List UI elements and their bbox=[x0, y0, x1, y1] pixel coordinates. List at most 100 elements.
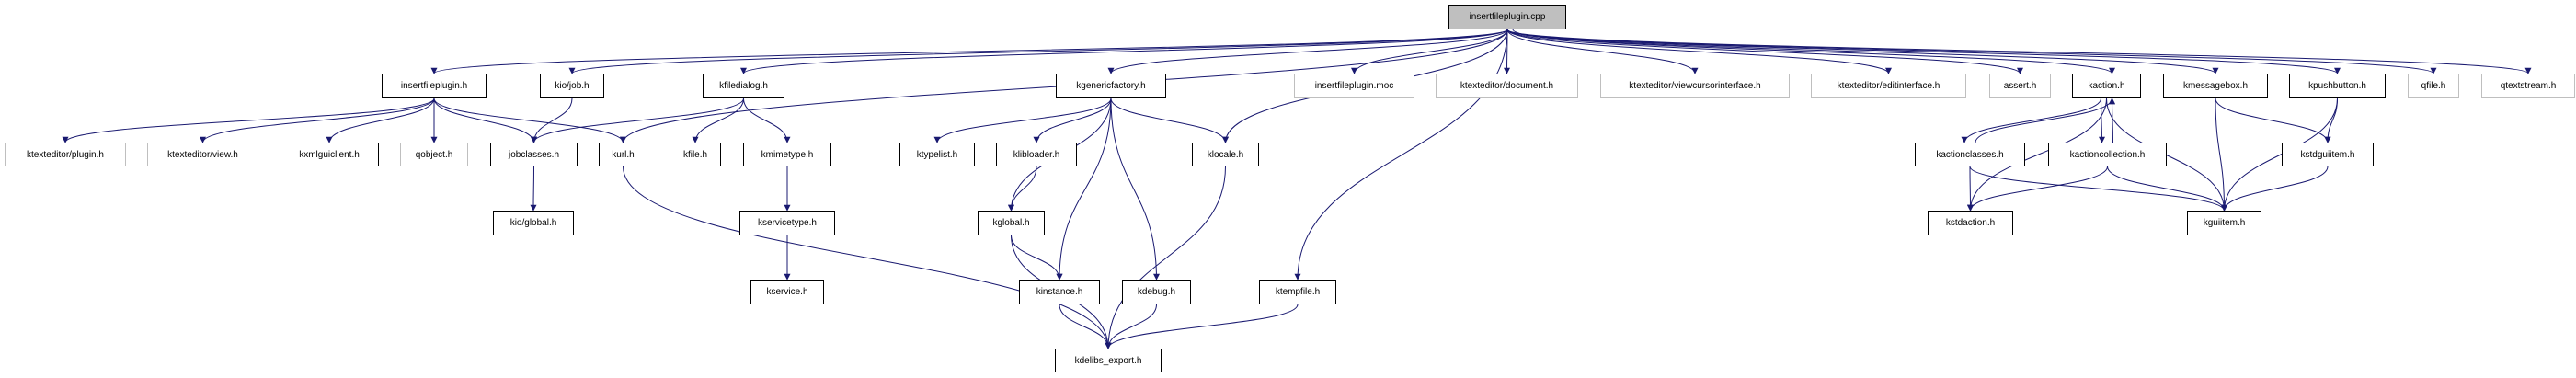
edge-kgenericfactory-to-klocale bbox=[1110, 97, 1229, 143]
node-label: assert.h bbox=[2003, 81, 2037, 91]
edge-jobclasses-to-kioglobal bbox=[530, 166, 537, 212]
node-label: kstdaction.h bbox=[1945, 218, 1996, 228]
node-kservicetype[interactable]: kservicetype.h bbox=[739, 211, 835, 235]
node-klocale[interactable]: klocale.h bbox=[1192, 143, 1259, 166]
node-kiojob[interactable]: kio/job.h bbox=[540, 74, 604, 98]
edge-kgenericfactory-to-kinstance bbox=[1056, 97, 1112, 281]
node-label: kdelibs_export.h bbox=[1074, 355, 1142, 366]
node-jobclasses[interactable]: jobclasses.h bbox=[490, 143, 578, 166]
node-kioglobal[interactable]: kio/global.h bbox=[493, 211, 574, 235]
edge-cpp-to-kfiledialog bbox=[740, 29, 1508, 74]
node-kactionclasses[interactable]: kactionclasses.h bbox=[1915, 143, 2025, 166]
edge-cpp-to-ifph bbox=[430, 29, 1508, 74]
edge-kactioncollection-to-kguiitem bbox=[2107, 166, 2227, 212]
node-kpushbutton[interactable]: kpushbutton.h bbox=[2289, 74, 2386, 98]
edge-kactioncollection-to-kaction bbox=[2109, 97, 2116, 143]
edge-kpushbutton-to-kguiitem bbox=[2221, 97, 2338, 212]
edge-kgenericfactory-to-kdebug bbox=[1110, 97, 1160, 281]
edge-ifph-to-kteplugin bbox=[62, 97, 435, 143]
node-label: ktexteditor/editinterface.h bbox=[1837, 81, 1941, 91]
node-label: kfiledialog.h bbox=[719, 81, 768, 91]
edge-cpp-to-kmessagebox bbox=[1506, 29, 2219, 74]
node-kstdguiitem[interactable]: kstdguiitem.h bbox=[2282, 143, 2374, 166]
node-kteplugin: ktexteditor/plugin.h bbox=[5, 143, 126, 166]
node-kxmlguiclient[interactable]: kxmlguiclient.h bbox=[280, 143, 379, 166]
node-moc: insertfileplugin.moc bbox=[1294, 74, 1414, 98]
edge-cpp-to-kiojob bbox=[568, 29, 1508, 74]
node-kmessagebox[interactable]: kmessagebox.h bbox=[2163, 74, 2268, 98]
edge-kaction-to-kactioncollection bbox=[2098, 97, 2105, 143]
node-label: klibloader.h bbox=[1013, 149, 1060, 160]
node-kstdaction[interactable]: kstdaction.h bbox=[1928, 211, 2013, 235]
edge-kfiledialog-to-kfile bbox=[692, 97, 744, 143]
node-ktempfile[interactable]: ktempfile.h bbox=[1259, 280, 1336, 304]
node-qobject: qobject.h bbox=[400, 143, 468, 166]
node-label: qobject.h bbox=[415, 149, 453, 160]
node-label: kglobal.h bbox=[992, 218, 1030, 228]
node-kurl[interactable]: kurl.h bbox=[599, 143, 647, 166]
node-ktevci: ktexteditor/viewcursorinterface.h bbox=[1600, 74, 1790, 98]
edge-kaction-to-kactionclasses bbox=[1961, 97, 2101, 143]
edge-cpp-to-ktevci bbox=[1506, 29, 1699, 74]
node-qtextstream: qtextstream.h bbox=[2481, 74, 2575, 98]
edge-kdebug-to-kdelibs_export bbox=[1105, 304, 1157, 349]
edge-cpp-to-kteedit bbox=[1506, 29, 1892, 74]
node-qfile: qfile.h bbox=[2408, 74, 2459, 98]
node-label: kservice.h bbox=[766, 287, 808, 297]
edge-kactionclasses-to-kstdaction bbox=[1966, 166, 1974, 212]
node-label: kservicetype.h bbox=[758, 218, 817, 228]
edge-cpp-to-kgenericfactory bbox=[1107, 29, 1508, 74]
node-kteview: ktexteditor/view.h bbox=[147, 143, 258, 166]
edge-cpp-to-assert bbox=[1506, 29, 2023, 74]
node-label: kactionclasses.h bbox=[1936, 149, 2004, 160]
node-label: ktexteditor/view.h bbox=[167, 149, 238, 160]
edge-ktempfile-to-kdelibs_export bbox=[1105, 304, 1299, 349]
node-label: kguiitem.h bbox=[2203, 218, 2246, 228]
edge-cpp-to-qtextstream bbox=[1506, 29, 2532, 74]
node-label: insertfileplugin.h bbox=[400, 81, 468, 91]
node-assert: assert.h bbox=[1989, 74, 2051, 98]
node-label: kfile.h bbox=[682, 149, 708, 160]
node-label: jobclasses.h bbox=[508, 149, 560, 160]
node-label: kurl.h bbox=[612, 149, 635, 160]
node-kfile[interactable]: kfile.h bbox=[670, 143, 721, 166]
node-kactioncollection[interactable]: kactioncollection.h bbox=[2048, 143, 2167, 166]
node-cpp[interactable]: insertfileplugin.cpp bbox=[1448, 5, 1566, 29]
node-label: ktempfile.h bbox=[1275, 287, 1321, 297]
node-kmimetype[interactable]: kmimetype.h bbox=[743, 143, 831, 166]
node-label: kstdguiitem.h bbox=[2300, 149, 2355, 160]
edge-kactionclasses-to-kaction bbox=[1975, 97, 2115, 143]
edge-kmessagebox-to-kstdguiitem bbox=[2215, 97, 2331, 143]
edge-kinstance-to-kdelibs_export bbox=[1059, 304, 1112, 349]
node-kinstance[interactable]: kinstance.h bbox=[1019, 280, 1100, 304]
node-kfiledialog[interactable]: kfiledialog.h bbox=[703, 74, 784, 98]
edge-cpp-to-moc bbox=[1351, 29, 1508, 74]
node-label: kinstance.h bbox=[1036, 287, 1083, 297]
node-label: ktypelist.h bbox=[916, 149, 958, 160]
node-ktypelist[interactable]: ktypelist.h bbox=[899, 143, 975, 166]
node-label: kmessagebox.h bbox=[2182, 81, 2249, 91]
edge-kfiledialog-to-jobclasses bbox=[531, 97, 744, 143]
edge-kurl-to-kdelibs_export bbox=[623, 166, 1112, 349]
node-kglobal[interactable]: kglobal.h bbox=[978, 211, 1045, 235]
node-kteedit: ktexteditor/editinterface.h bbox=[1811, 74, 1966, 98]
node-ifph[interactable]: insertfileplugin.h bbox=[382, 74, 487, 98]
node-label: kgenericfactory.h bbox=[1076, 81, 1146, 91]
node-label: klocale.h bbox=[1207, 149, 1244, 160]
edge-klibloader-to-kglobal bbox=[1008, 166, 1037, 212]
edge-kgenericfactory-to-ktypelist bbox=[933, 97, 1112, 143]
node-kservice[interactable]: kservice.h bbox=[750, 280, 824, 304]
node-kguiitem[interactable]: kguiitem.h bbox=[2187, 211, 2261, 235]
node-kdelibs-export[interactable]: kdelibs_export.h bbox=[1055, 349, 1162, 372]
node-label: kio/job.h bbox=[555, 81, 590, 91]
edge-ifph-to-jobclasses bbox=[433, 97, 537, 143]
node-klibloader[interactable]: klibloader.h bbox=[996, 143, 1077, 166]
node-kdebug[interactable]: kdebug.h bbox=[1122, 280, 1191, 304]
node-kaction[interactable]: kaction.h bbox=[2072, 74, 2141, 98]
edge-ifph-to-kteview bbox=[200, 97, 435, 143]
node-label: insertfileplugin.moc bbox=[1314, 81, 1394, 91]
node-label: kactioncollection.h bbox=[2069, 149, 2146, 160]
edge-kactionclasses-to-kguiitem bbox=[1969, 166, 2227, 212]
node-kgenericfactory[interactable]: kgenericfactory.h bbox=[1056, 74, 1166, 98]
